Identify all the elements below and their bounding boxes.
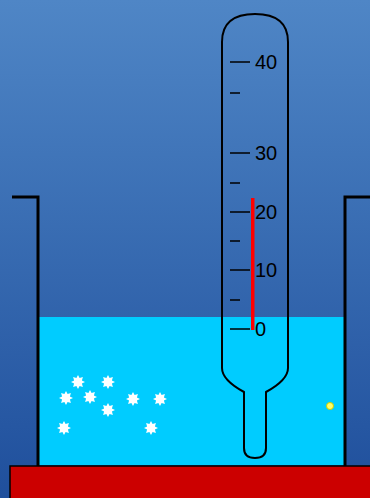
- beaker-wall: [12, 197, 38, 466]
- scale-number: 30: [255, 143, 277, 163]
- water: [38, 317, 345, 465]
- minor-tick: [230, 240, 240, 242]
- minor-tick: [230, 299, 240, 301]
- major-tick: [230, 269, 250, 271]
- beaker-wall: [345, 197, 370, 466]
- major-tick: [230, 152, 250, 154]
- scale-ticks: [230, 62, 250, 329]
- scale-number: 0: [255, 319, 266, 339]
- scale-number: 20: [255, 202, 277, 222]
- major-tick: [230, 61, 250, 63]
- base-plate: [10, 466, 370, 498]
- scale-number: 10: [255, 260, 277, 280]
- scale-number: 40: [255, 52, 277, 72]
- bubble: [327, 403, 334, 410]
- minor-tick: [230, 182, 240, 184]
- mercury-column: [251, 198, 255, 330]
- thermometer: [222, 14, 288, 458]
- major-tick: [230, 328, 250, 330]
- major-tick: [230, 211, 250, 213]
- minor-tick: [230, 92, 240, 94]
- crystals: [57, 375, 167, 435]
